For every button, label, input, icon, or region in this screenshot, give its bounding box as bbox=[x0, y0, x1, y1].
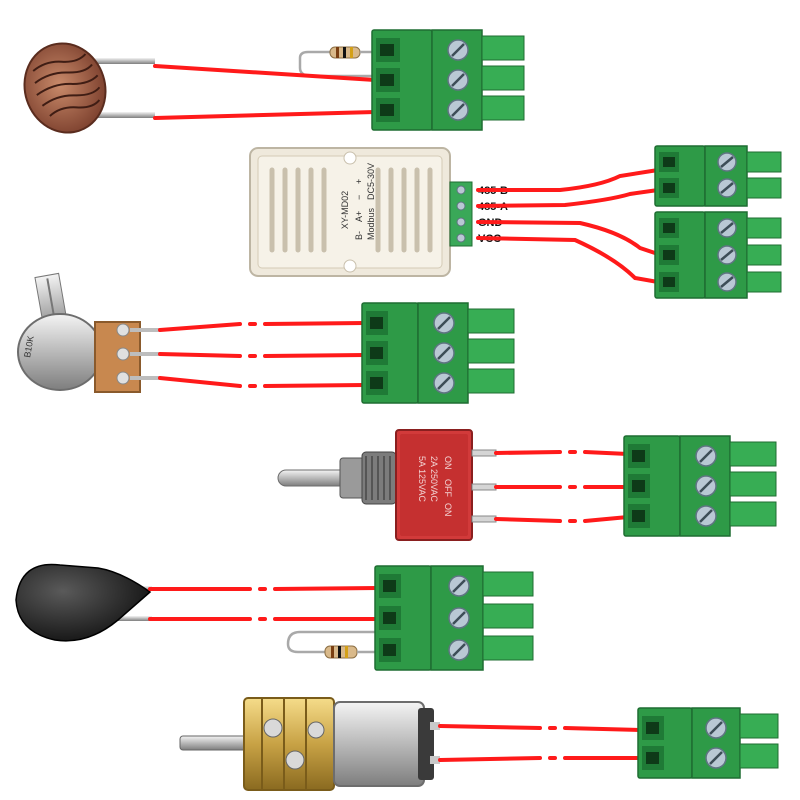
switch-marking: OFF bbox=[443, 479, 453, 497]
photoresistor-lead-1 bbox=[95, 58, 155, 64]
module-port-label: − bbox=[354, 195, 364, 200]
wire bbox=[438, 756, 644, 762]
terminal-block bbox=[371, 29, 525, 131]
wire bbox=[494, 515, 630, 523]
wire bbox=[158, 321, 367, 332]
toggle-switch-icon: ON OFF ON 2A 250VAC 5A 125VAC bbox=[277, 429, 497, 541]
wire bbox=[494, 450, 630, 456]
thermistor-row bbox=[15, 563, 534, 671]
switch-marking: 5A 125VAC bbox=[417, 456, 427, 502]
photoresistor-row bbox=[23, 29, 525, 134]
potentiometer-marking: B10K bbox=[22, 335, 36, 358]
module-side-text: Modbus bbox=[366, 207, 376, 240]
terminal-block bbox=[361, 302, 515, 404]
toggle-switch-row: ON OFF ON 2A 250VAC 5A 125VAC bbox=[277, 429, 777, 541]
terminal-block bbox=[654, 145, 782, 207]
terminal-block bbox=[623, 435, 777, 537]
wire bbox=[153, 110, 377, 120]
potentiometer-icon: B10K bbox=[17, 272, 160, 393]
potentiometer-row: B10K bbox=[17, 272, 515, 404]
temperature-humidity-module: XY-MD02 B- A+ − + Modbus DC5-30V 485-B 4… bbox=[249, 145, 782, 299]
gear-motor-row bbox=[179, 697, 779, 791]
thermistor-icon bbox=[15, 563, 152, 642]
gear-motor-icon bbox=[179, 697, 440, 791]
terminal-block bbox=[374, 565, 534, 671]
pulldown-resistor-icon bbox=[286, 630, 378, 659]
module-port-label: + bbox=[354, 179, 364, 184]
wire bbox=[476, 236, 660, 284]
wire bbox=[476, 220, 660, 256]
wire bbox=[476, 168, 660, 192]
wire bbox=[158, 376, 367, 388]
photoresistor-lead-2 bbox=[95, 112, 155, 118]
terminal-block bbox=[637, 707, 779, 779]
switch-marking: ON bbox=[443, 503, 453, 517]
wire bbox=[153, 64, 377, 82]
module-port-label: B- bbox=[354, 231, 364, 240]
module-side-text: DC5-30V bbox=[366, 163, 376, 200]
wire bbox=[438, 724, 644, 732]
module-model-label: XY-MD02 bbox=[340, 191, 350, 229]
switch-marking: ON bbox=[443, 456, 453, 470]
wire bbox=[158, 352, 367, 358]
wire bbox=[476, 188, 660, 208]
terminal-block bbox=[654, 211, 782, 299]
module-port-label: A+ bbox=[354, 211, 364, 222]
wire bbox=[148, 586, 380, 591]
photoresistor-icon bbox=[23, 42, 155, 134]
switch-marking: 2A 250VAC bbox=[429, 456, 439, 502]
